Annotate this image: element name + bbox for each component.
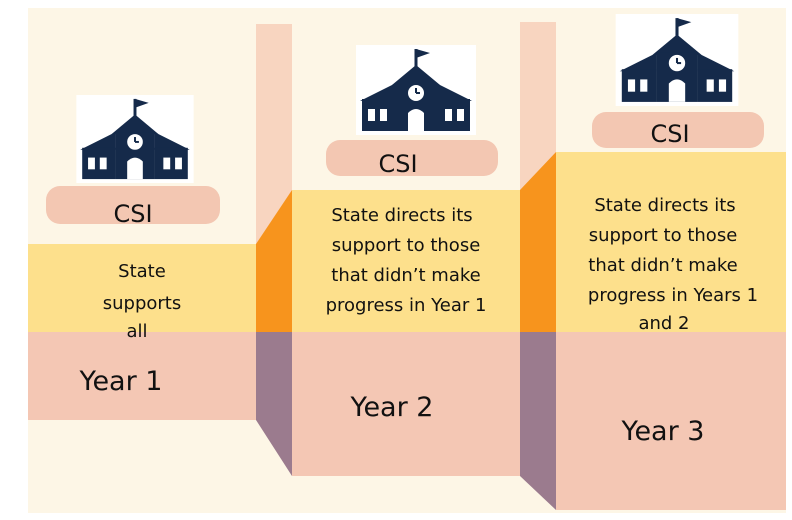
step-1-year-block — [28, 332, 256, 420]
step-1-description-line: all — [126, 321, 148, 342]
connector-1-orange — [256, 190, 292, 332]
step-2-description-line: State directs its — [331, 205, 473, 226]
step-3-description-line: State directs its — [594, 195, 736, 216]
step-3-description-line: progress in Years 1 — [587, 285, 759, 306]
csi-label-2: CSI — [378, 150, 418, 178]
year-label-2: Year 2 — [350, 392, 434, 423]
year-label-1: Year 1 — [79, 366, 163, 397]
connector-1-purple — [256, 332, 292, 476]
csi-badge-2 — [326, 140, 498, 176]
csi-badge-3 — [592, 112, 764, 148]
step-3-description-line: that didn’t make — [588, 255, 738, 276]
year-label-3: Year 3 — [621, 416, 705, 447]
csi-label-3: CSI — [650, 120, 690, 148]
step-3-description-line: support to those — [588, 225, 738, 246]
step-2-band — [292, 190, 520, 332]
step-1-band — [28, 244, 256, 332]
step-1-description: State supports all — [28, 258, 256, 346]
connector-2-purple — [520, 332, 556, 510]
school-building-icon — [76, 95, 194, 183]
school-building-icon — [615, 14, 739, 106]
step-3-description: State directs its support to those that … — [556, 192, 786, 338]
step-1-description-line: State — [118, 261, 166, 282]
step-3-year-block — [556, 332, 786, 510]
step-2-description-line: that didn’t make — [331, 265, 481, 286]
step-2-description: State directs its support to those that … — [292, 202, 520, 320]
step-2-year-block — [292, 332, 520, 476]
step-2-description-line: support to those — [331, 235, 481, 256]
school-building-icon — [356, 45, 476, 135]
csi-label-1: CSI — [113, 200, 153, 228]
connector-2-orange — [520, 152, 556, 332]
step-3-description-line: and 2 — [638, 313, 690, 334]
csi-badge-1 — [46, 186, 220, 224]
step-3-band — [556, 152, 786, 332]
step-1-description-line: supports — [102, 293, 182, 314]
step-2-description-line: progress in Year 1 — [325, 295, 487, 316]
